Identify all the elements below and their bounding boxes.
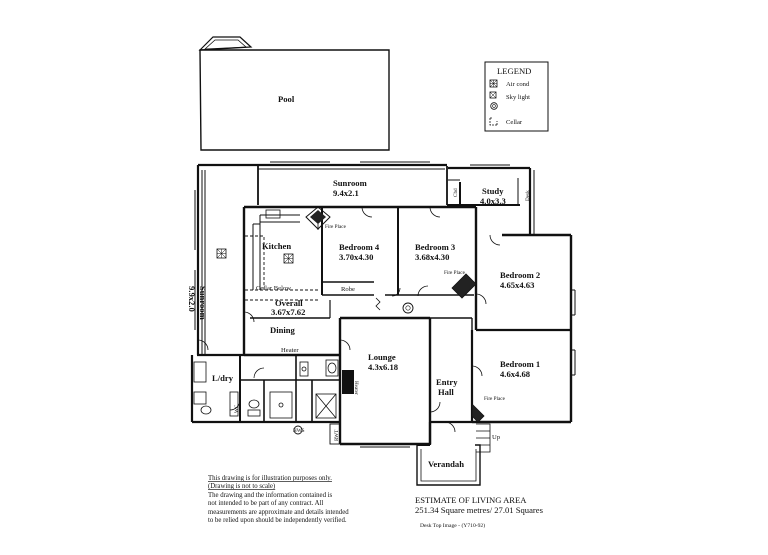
- room-hall-name: Hall: [438, 387, 454, 397]
- room-lounge-dims: 4.3x6.18: [368, 362, 399, 372]
- rwt-label: RWT: [334, 429, 340, 441]
- fire-place-b1-label: Fire Place: [484, 396, 506, 402]
- room-ldry-name: L/dry: [212, 373, 234, 383]
- laundry-fixtures-icon: [193, 361, 239, 417]
- room-bedroom4-dims: 3.70x4.30: [339, 252, 373, 262]
- sky-light-hall-icon: [402, 302, 414, 314]
- estimate-value: 251.34 Square metres/ 27.01 Squares: [415, 505, 544, 515]
- cbd-label: Cbd: [453, 188, 459, 197]
- room-bedroom2-name: Bedroom 2: [500, 270, 540, 280]
- robe-label: Robe: [341, 286, 355, 293]
- footer-image-ref: Desk Top Image - (Y710-92): [420, 522, 485, 529]
- room-bedroom1-name: Bedroom 1: [500, 359, 540, 369]
- room-bedroom4-name: Bedroom 4: [339, 242, 380, 252]
- room-bedroom3-name: Bedroom 3: [415, 242, 455, 252]
- cellar-icon: [489, 117, 498, 126]
- sky-light-circle-icon: [490, 102, 498, 110]
- room-overall-name: Overall: [275, 298, 303, 308]
- door-swings: [197, 206, 501, 433]
- toilet-icon: [247, 399, 261, 417]
- air-cond-sunroom-icon: [216, 248, 227, 259]
- up-label: Up: [492, 434, 501, 441]
- hws-icon: [293, 425, 303, 435]
- cellar-below-label: Cellar Below: [256, 285, 291, 292]
- air-cond-icon: [489, 79, 498, 88]
- room-sunroom-left-dims: 9.9x2.0: [187, 286, 197, 312]
- legend-item-sky-light: Sky light: [506, 94, 530, 101]
- robe-zigzag-icon: [375, 297, 381, 311]
- disclaimer-line1: This drawing is for illustration purpose…: [208, 475, 332, 482]
- room-sunroom-top-name: Sunroom: [333, 178, 368, 188]
- room-dining-name: Dining: [270, 325, 296, 335]
- sky-light-icon: [489, 91, 497, 99]
- air-cond-kitchen-icon: [283, 253, 294, 264]
- pool: Pool: [198, 36, 390, 151]
- desk-label: Desk: [525, 190, 531, 201]
- estimate-title: ESTIMATE OF LIVING AREA: [415, 495, 527, 505]
- heater-lounge-icon: [342, 370, 354, 394]
- wc-label: WC: [234, 404, 240, 413]
- rwt-box-icon: [329, 423, 341, 445]
- room-verandah-name: Verandah: [428, 459, 464, 469]
- disclaimer-line4: not intended to be part of any contract.…: [208, 500, 323, 507]
- fireplace-bedroom1-icon: [471, 403, 485, 423]
- legend-title: LEGEND: [497, 66, 531, 76]
- legend-item-air-cond: Air cond: [506, 81, 530, 88]
- fire-place-b3-label: Fire Place: [444, 270, 466, 276]
- living-area-estimate: ESTIMATE OF LIVING AREA 251.34 Square me…: [415, 495, 544, 529]
- pool-label: Pool: [278, 94, 295, 104]
- legend: LEGEND Air cond Sky light Cellar: [484, 61, 549, 132]
- hws-label: HWS: [293, 428, 305, 434]
- disclaimer-line6: to be relied upon should be independentl…: [208, 517, 347, 524]
- room-study-name: Study: [482, 186, 504, 196]
- fire-place-top-label: Fire Place: [325, 224, 347, 230]
- heater-lounge-label: Heater: [353, 381, 359, 395]
- fireplace-top-icon: [305, 206, 331, 230]
- bath-icon: [269, 391, 293, 419]
- room-overall-dims: 3.67x7.62: [271, 307, 305, 317]
- room-bedroom1-dims: 4.6x4.68: [500, 369, 531, 379]
- room-sunroom-left-name: Sunroom: [198, 286, 208, 321]
- front-steps-icon: [476, 423, 491, 453]
- legend-item-cellar: Cellar: [506, 119, 523, 126]
- room-study-dims: 4.0x3.3: [480, 196, 506, 206]
- room-sunroom-top-dims: 9.4x2.1: [333, 188, 359, 198]
- disclaimer: This drawing is for illustration purpose…: [208, 475, 349, 524]
- disclaimer-line5: measurements are approximate and details…: [208, 509, 349, 516]
- room-kitchen-name: Kitchen: [262, 241, 291, 251]
- window-marks: [194, 161, 510, 448]
- fireplace-bedroom3-icon: [451, 273, 477, 299]
- room-entry-name: Entry: [436, 377, 458, 387]
- house-walls: [190, 163, 576, 486]
- room-bedroom3-dims: 3.68x4.30: [415, 252, 449, 262]
- disclaimer-line3: The drawing and the information containe…: [208, 492, 333, 499]
- vanity-icon: [299, 359, 339, 377]
- room-labels: Sunroom 9.4x2.1 Study 4.0x3.3 Cbd Desk K…: [187, 178, 540, 469]
- heater-dining-label: Heater: [281, 347, 299, 354]
- room-lounge-name: Lounge: [368, 352, 396, 362]
- shower-icon: [315, 393, 337, 419]
- room-bedroom2-dims: 4.65x4.63: [500, 280, 534, 290]
- disclaimer-line2: (Drawing is not to scale): [208, 483, 275, 490]
